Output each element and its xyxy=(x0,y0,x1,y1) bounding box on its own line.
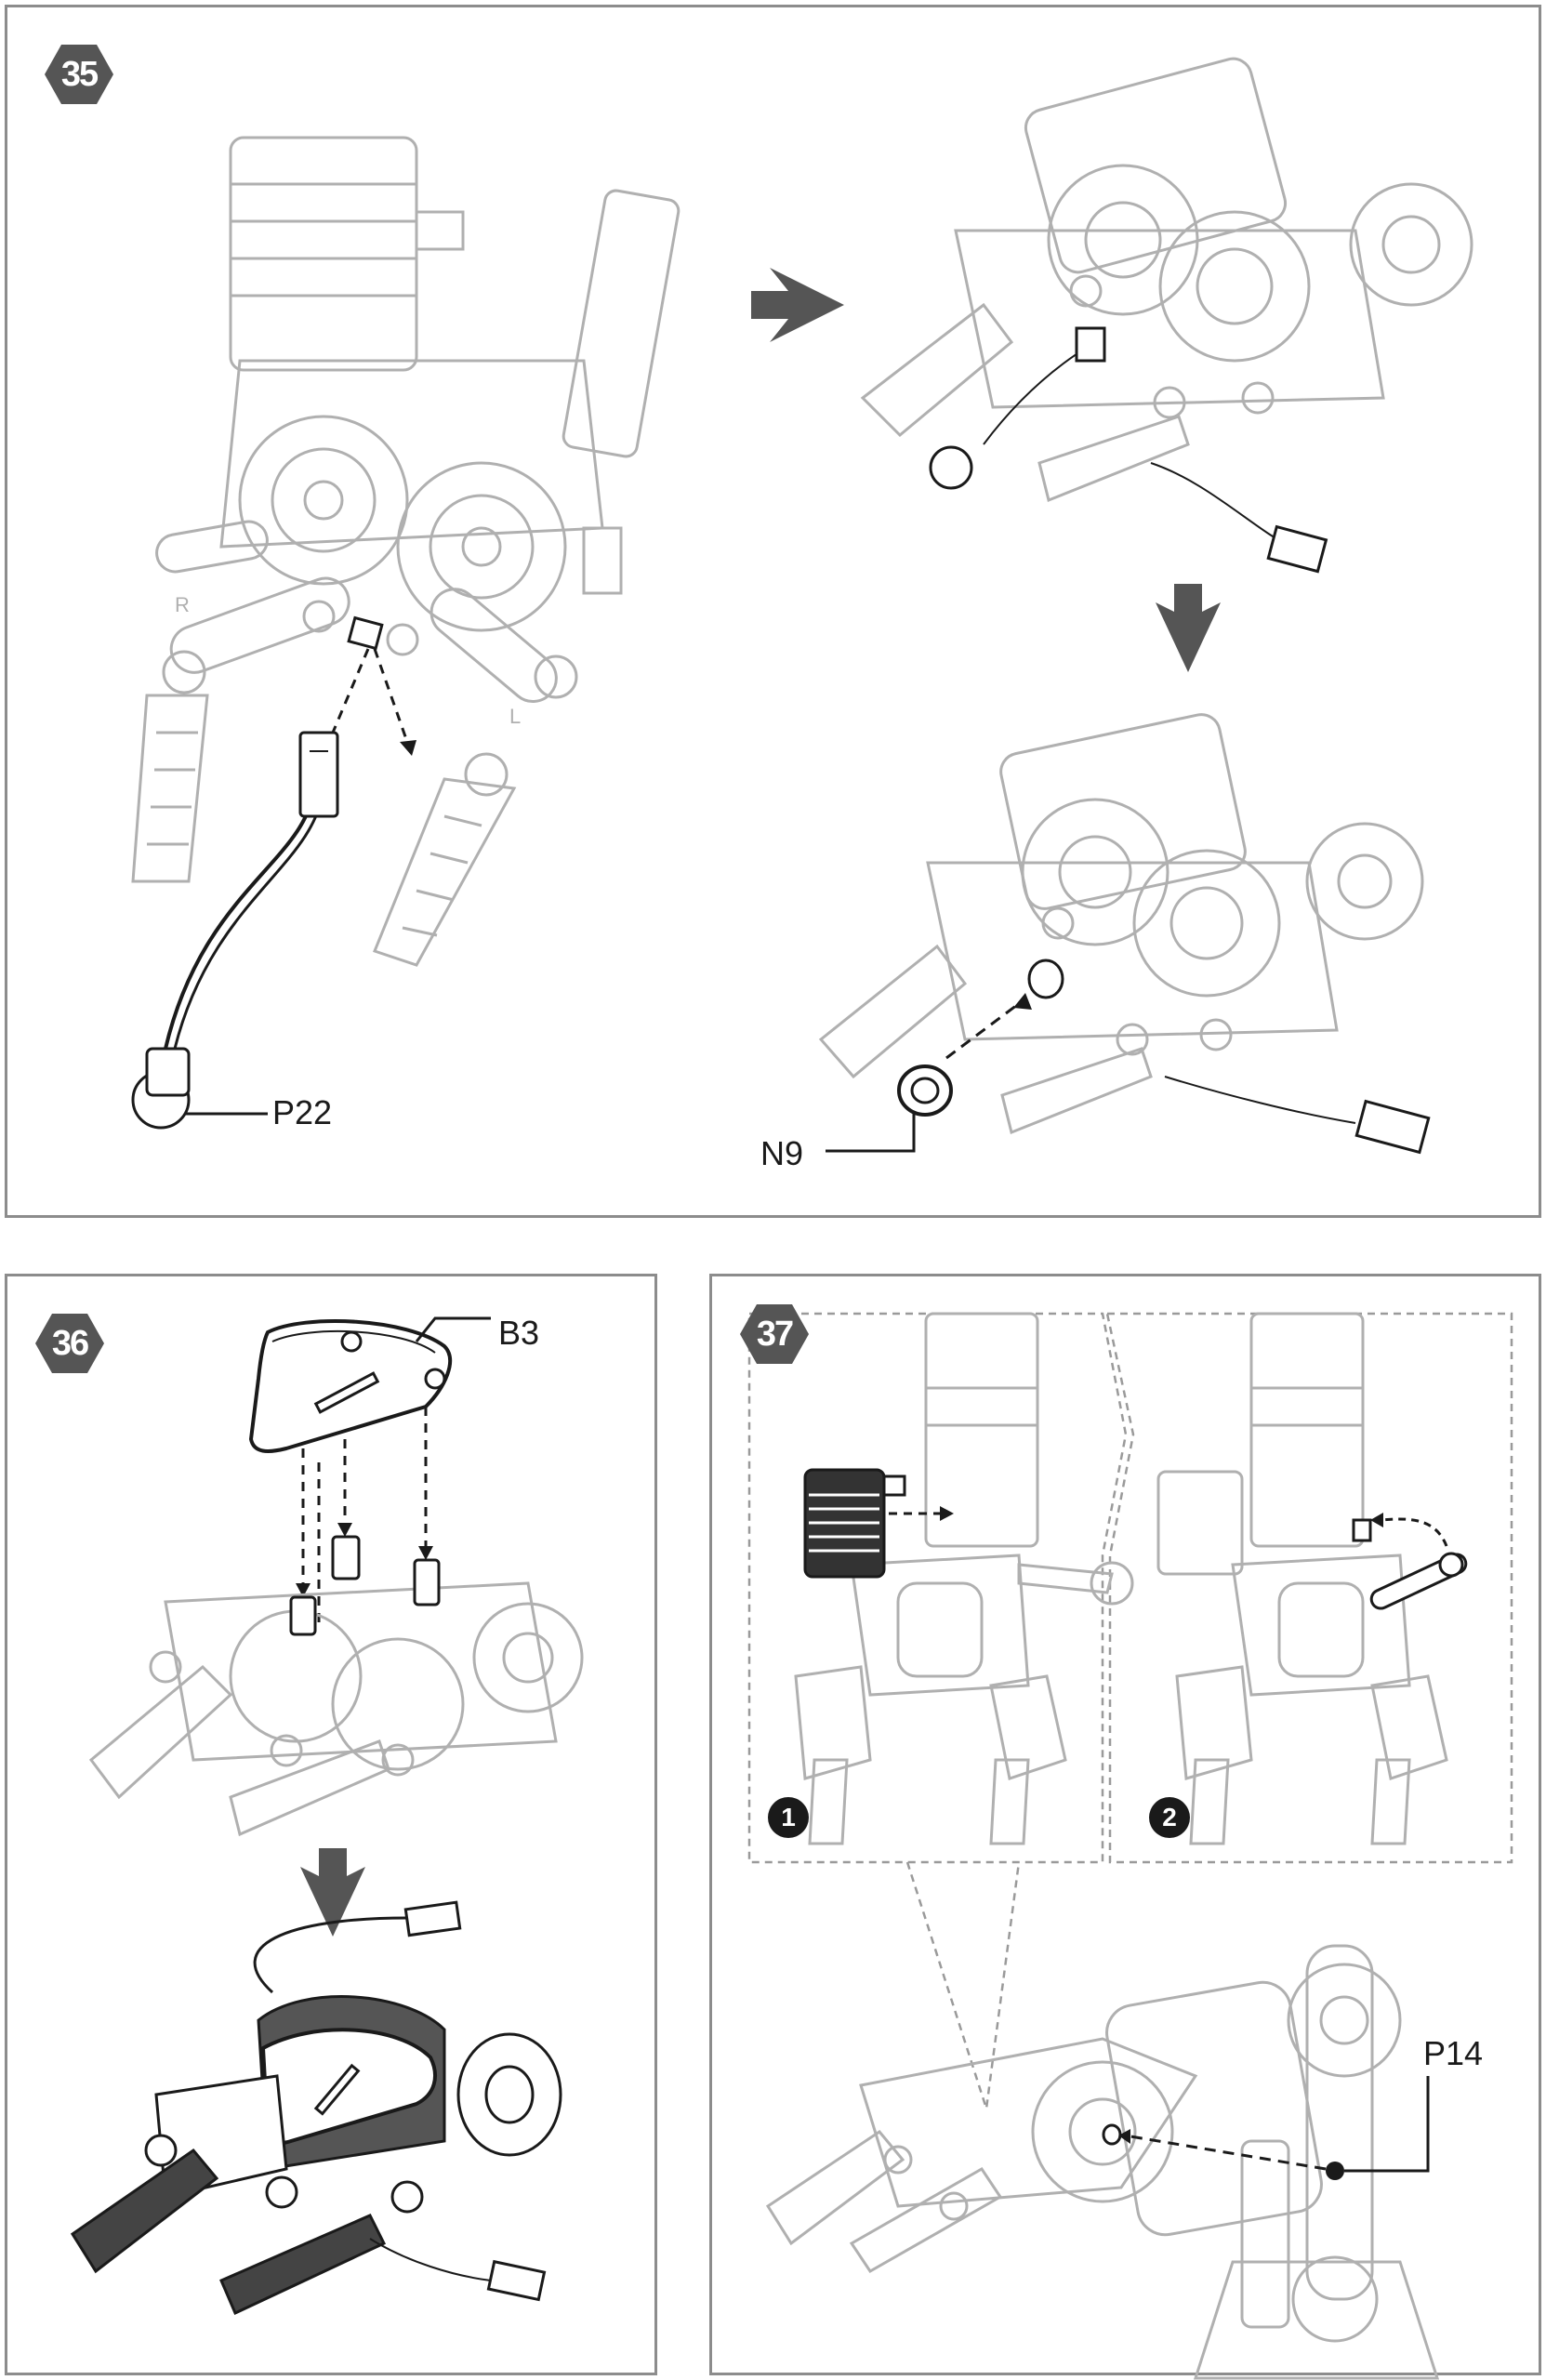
hexagon-badge-icon xyxy=(35,1314,104,1373)
p14-screw-install xyxy=(1102,2076,1430,2180)
svg-text:L: L xyxy=(509,705,521,728)
n9-lens-install xyxy=(826,959,1431,1155)
step-36-number: 36 xyxy=(51,1323,89,1363)
step-35-panel: 35 xyxy=(5,5,1541,1218)
step-36-panel: 36 xyxy=(5,1274,657,2375)
sub-step-2-gripper xyxy=(1156,1312,1448,1845)
robot-arm-assembly xyxy=(765,1944,1440,2380)
b3-guide-lines xyxy=(301,1407,428,1630)
b3-guide-arrowheads xyxy=(296,1523,433,1597)
led-wire-top-right xyxy=(929,326,1328,574)
step-36-illustration xyxy=(70,1316,584,2316)
step-35-badge: 35 xyxy=(43,43,115,106)
sub-step-callout xyxy=(747,1312,1513,2109)
sub-step-2-badge: 2 xyxy=(1149,1797,1190,1838)
part-label-p22: P22 xyxy=(272,1093,333,1131)
hexagon-badge-icon xyxy=(740,1304,809,1364)
b3-cover xyxy=(248,1316,491,1453)
p22-led-cable xyxy=(131,615,416,1130)
gripper-assembly-left: R L xyxy=(131,136,681,967)
arrow-down-icon xyxy=(1156,584,1221,672)
part-label-n9: N9 xyxy=(760,1134,804,1172)
step-37-badge: 37 xyxy=(738,1302,811,1366)
svg-text:R: R xyxy=(175,593,190,616)
arrow-right-icon xyxy=(751,268,844,342)
sub-step-1-servo xyxy=(803,1468,954,1579)
arrow-down-icon xyxy=(300,1848,365,1937)
step-35-number: 35 xyxy=(60,54,99,94)
step-36-badge: 36 xyxy=(33,1312,106,1375)
part-label-b3: B3 xyxy=(498,1314,540,1352)
gripper-assembly-step36-top xyxy=(88,1581,584,1837)
step-37-illustration xyxy=(747,1312,1513,2380)
part-label-p14: P14 xyxy=(1423,2034,1484,2072)
step-37-panel: 37 1 2 P14 xyxy=(709,1274,1541,2380)
gripper-assembly-step36-bottom xyxy=(70,1900,562,2316)
step-37-number: 37 xyxy=(756,1314,794,1354)
step-35-illustration: R L xyxy=(131,57,1473,1155)
gripper-assembly-bottom-right xyxy=(818,713,1424,1135)
gripper-assembly-top-right xyxy=(860,57,1473,503)
b3-pegs xyxy=(289,1535,441,1636)
hexagon-badge-icon xyxy=(45,45,113,104)
sub-step-1-badge: 1 xyxy=(768,1797,809,1838)
sub-step-1-gripper xyxy=(794,1312,1134,1845)
sub-step-2-servo-horn xyxy=(1352,1513,1468,1610)
